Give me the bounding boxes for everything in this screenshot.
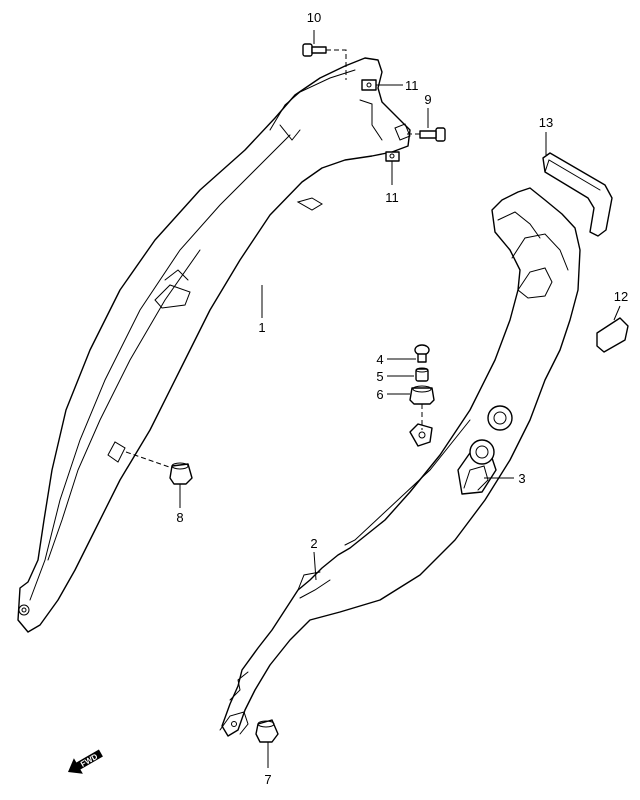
grommet-part-8 [125,451,193,485]
cushion-pad-part-13 [542,152,613,237]
callout-1: 1 [258,320,265,335]
callout-7: 7 [264,772,271,787]
grommet-part-6 [409,385,435,430]
callout-10: 10 [307,10,321,25]
leader-lines [179,30,621,768]
frame-cover-left-part [17,57,411,633]
forward-direction-arrow: FWD [68,749,103,774]
callout-2: 2 [310,536,317,551]
callout-11-upper: 11 [405,78,419,93]
collar-part-5 [415,367,429,382]
clip-nut-part-11-lower [385,151,400,162]
small-pad-part-12 [596,317,629,353]
callout-4: 4 [376,352,383,367]
callout-8: 8 [176,510,183,525]
callout-12: 12 [614,289,628,304]
callout-5: 5 [376,369,383,384]
callout-6: 6 [376,387,383,402]
callout-9: 9 [424,92,431,107]
callout-11-lower: 11 [385,190,399,205]
bolt-part-9 [405,127,446,142]
callout-3: 3 [518,471,525,486]
screw-part-4 [414,344,430,363]
callout-labels: 10 11 9 11 13 12 1 4 5 6 3 8 2 7 [176,10,628,787]
frame-cover-right-part [219,187,581,737]
grommet-part-7 [255,719,279,743]
clip-nut-part-11-upper [361,79,377,91]
screw-part-10 [302,43,347,80]
callout-13: 13 [539,115,553,130]
